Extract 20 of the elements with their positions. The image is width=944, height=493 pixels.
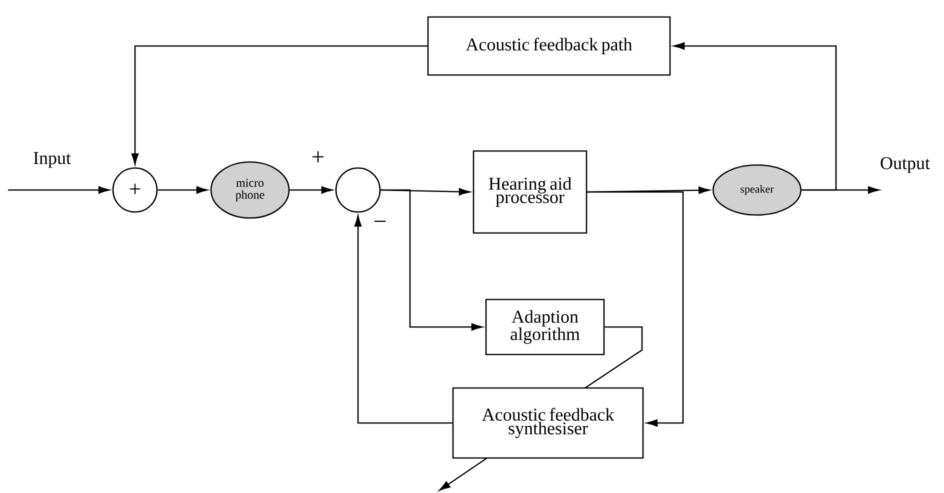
process-box: Acoustic feedback synthesiser	[452, 387, 644, 459]
process-box: Hearing aid processor	[472, 150, 588, 234]
edge-label: Output	[879, 156, 932, 174]
summing-junction	[335, 167, 381, 213]
edge-label: Input	[32, 151, 72, 169]
process-box: Acoustic feedback path	[427, 16, 671, 76]
arrow	[380, 189, 483, 331]
sign-label: −	[374, 220, 386, 222]
sign-label: +	[312, 151, 324, 162]
arrow	[131, 45, 428, 165]
arrow	[673, 42, 837, 191]
arrow	[439, 457, 488, 491]
arrow	[290, 186, 333, 194]
arrow	[8, 186, 110, 194]
summing-junction: +	[112, 167, 158, 213]
process-box: Adaption algorithm	[485, 298, 605, 356]
arrow	[587, 191, 684, 427]
connector-line	[584, 326, 643, 389]
arrow	[158, 186, 208, 194]
arrow	[354, 215, 452, 424]
